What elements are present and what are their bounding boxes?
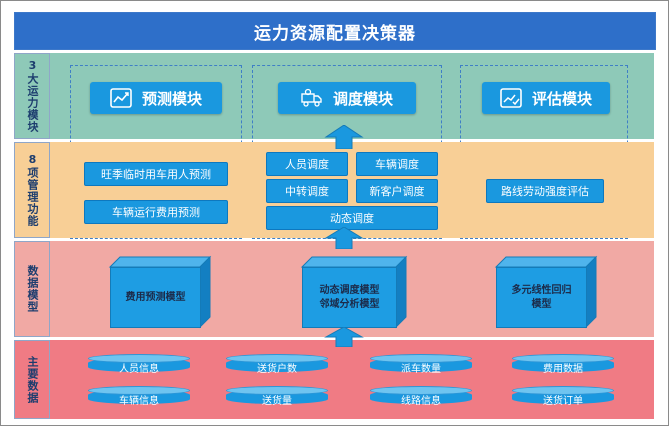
data-label: 线路信息: [401, 396, 441, 407]
data-label: 送货订单: [543, 396, 583, 407]
dispatch-module-label: 调度模块: [332, 89, 393, 108]
model-cube-dispatch: 动态调度模型 邻域分析模型: [300, 255, 408, 329]
data-cylinder: 送货订单: [512, 386, 614, 408]
model-cost-label: 费用预测模型: [125, 291, 186, 303]
data-label: 送货户数: [257, 364, 297, 375]
prediction-module-label: 预测模块: [141, 89, 202, 108]
model-regression-line1: 多元线性回归: [511, 284, 572, 296]
function-cost-forecast[interactable]: 车辆运行费用预测: [84, 200, 228, 224]
data-cylinder: 车辆信息: [88, 386, 190, 408]
data-row: 主要数据 人员信息 送货户数 派车数量 费用数据 车辆信息 送货量 线路信息 送…: [14, 340, 654, 419]
up-arrow-icon: [324, 327, 364, 347]
function-vehicle-dispatch[interactable]: 车辆调度: [356, 152, 438, 176]
data-label: 费用数据: [543, 364, 583, 375]
function-staff-dispatch[interactable]: 人员调度: [266, 152, 348, 176]
data-row-label: 主要数据: [14, 340, 50, 419]
data-label: 车辆信息: [119, 396, 159, 407]
modules-row-label: 3大运力模块: [14, 53, 50, 139]
function-dynamic-dispatch[interactable]: 动态调度: [266, 206, 438, 230]
data-label: 派车数量: [401, 364, 441, 375]
cube-shape: [108, 255, 212, 329]
truck-gear-icon: [301, 88, 322, 107]
models-row-body: 费用预测模型 动态调度模型 邻域分析模型 多元线性回归 模型: [50, 241, 654, 337]
data-label: 人员信息: [119, 364, 159, 375]
data-cylinder: 送货户数: [226, 354, 328, 376]
model-cube-cost: 费用预测模型: [108, 255, 212, 329]
data-label: 送货量: [262, 396, 292, 407]
functions-row-body: 旺季临时用车用人预测 车辆运行费用预测 人员调度 车辆调度 中转调度 新客户调度…: [50, 142, 654, 238]
models-row: 数据模型 费用预测模型 动态调度模型 邻域分析模型 多元线性回归 模型: [14, 241, 654, 337]
function-route-intensity[interactable]: 路线劳动强度评估: [486, 179, 604, 203]
chart-check-icon: [500, 88, 522, 108]
data-cylinder: 人员信息: [88, 354, 190, 376]
functions-row-label: 8项管理功能: [14, 142, 50, 238]
chart-trend-icon: [110, 88, 132, 108]
model-regression-line2: 模型: [531, 298, 552, 310]
data-row-body: 人员信息 送货户数 派车数量 费用数据 车辆信息 送货量 线路信息 送货订单: [50, 340, 654, 419]
function-new-customer-dispatch[interactable]: 新客户调度: [356, 179, 438, 203]
evaluation-module-button[interactable]: 评估模块: [482, 82, 610, 114]
up-arrow-icon: [324, 227, 364, 249]
functions-row: 8项管理功能 旺季临时用车用人预测 车辆运行费用预测 人员调度 车辆调度 中转调…: [14, 142, 654, 238]
data-cylinder: 送货量: [226, 386, 328, 408]
model-cube-regression: 多元线性回归 模型: [494, 255, 598, 329]
models-row-label: 数据模型: [14, 241, 50, 337]
up-arrow-icon: [324, 125, 364, 149]
cube-shape: [494, 255, 598, 329]
data-cylinder: 线路信息: [370, 386, 472, 408]
data-cylinder: 费用数据: [512, 354, 614, 376]
function-transfer-dispatch[interactable]: 中转调度: [266, 179, 348, 203]
page-title: 运力资源配置决策器: [14, 12, 656, 50]
model-dispatch-line1: 动态调度模型: [319, 284, 380, 296]
function-peak-forecast[interactable]: 旺季临时用车用人预测: [84, 162, 228, 186]
prediction-module-button[interactable]: 预测模块: [90, 82, 222, 114]
model-dispatch-line2: 邻域分析模型: [319, 298, 380, 310]
evaluation-module-label: 评估模块: [531, 89, 592, 108]
dispatch-module-button[interactable]: 调度模块: [278, 82, 416, 114]
data-cylinder: 派车数量: [370, 354, 472, 376]
cube-shape: [300, 255, 408, 329]
